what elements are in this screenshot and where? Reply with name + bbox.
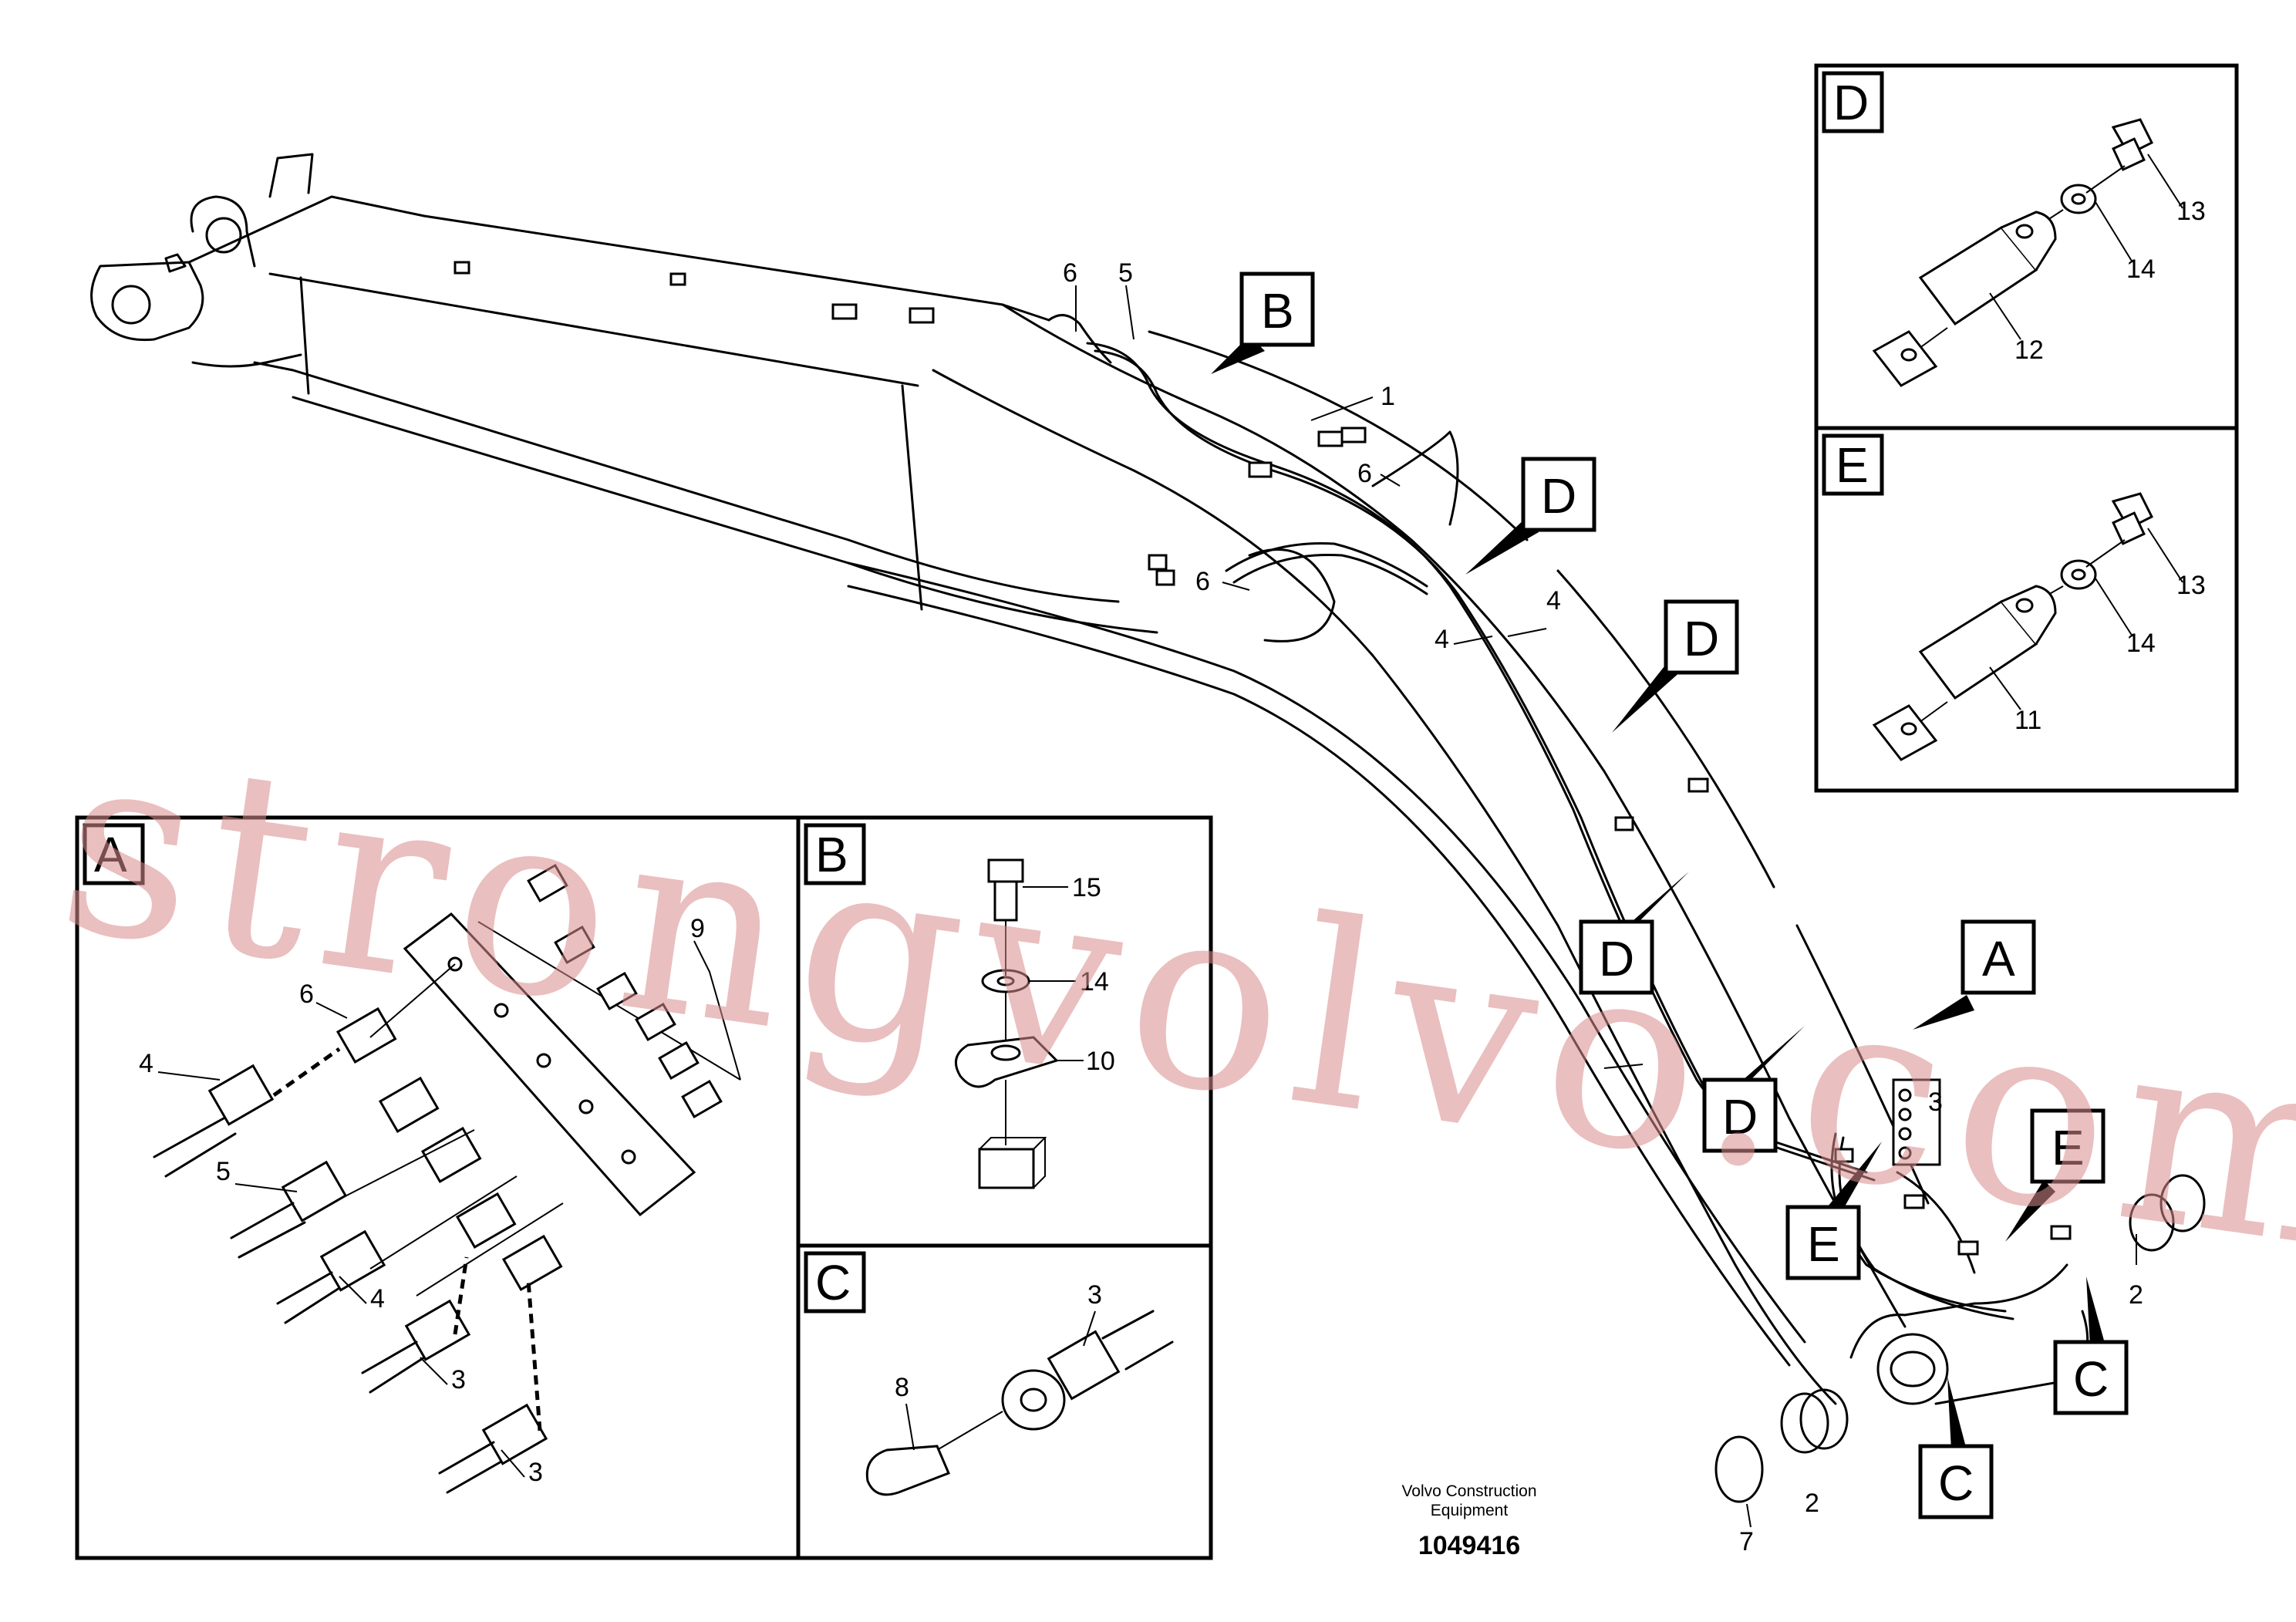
callout-e-2: E <box>2005 1108 2106 1242</box>
detail-a-label-4-top: 4 <box>139 1049 153 1078</box>
svg-text:D: D <box>1541 468 1576 524</box>
svg-text:B: B <box>815 827 848 882</box>
svg-text:E: E <box>2052 1120 2085 1175</box>
svg-text:C: C <box>2073 1351 2109 1407</box>
label-7: 7 <box>1739 1527 1754 1556</box>
detail-a-label-9: 9 <box>690 914 705 943</box>
detail-d-panel: D 13 14 12 <box>1814 63 2239 430</box>
detail-d-label-12: 12 <box>2014 336 2044 365</box>
detail-a-label-5: 5 <box>216 1157 231 1186</box>
detail-a-label-3-upper: 3 <box>451 1365 466 1394</box>
detail-e-label-14: 14 <box>2126 629 2156 658</box>
svg-text:D: D <box>1684 611 1719 666</box>
label-6-mid: 6 <box>1357 459 1372 488</box>
callout-c-bottom: C <box>1918 1377 1994 1519</box>
callout-d-4: D <box>1702 1026 1805 1153</box>
svg-text:A: A <box>1982 931 2015 986</box>
boom-assembly <box>90 153 2206 1503</box>
detail-a-label-4-bottom: 4 <box>370 1284 385 1313</box>
callout-e-1: E <box>1785 1141 1882 1280</box>
footer-maker-line1: Volvo Construction <box>1401 1482 1536 1500</box>
svg-text:D: D <box>1833 75 1869 130</box>
callout-d-2: D <box>1612 599 1739 733</box>
callout-d-1: D <box>1465 457 1596 575</box>
label-4-upper: 4 <box>1546 586 1561 615</box>
footer-maker-line2: Equipment <box>1431 1502 1509 1519</box>
detail-a-label-6: 6 <box>299 980 314 1009</box>
label-3: 3 <box>1928 1088 1943 1117</box>
svg-text:C: C <box>815 1255 851 1310</box>
detail-e-label-11: 11 <box>2014 706 2041 735</box>
detail-c-label-8: 8 <box>895 1373 909 1402</box>
detail-e-label-13: 13 <box>2176 571 2206 600</box>
svg-text:E: E <box>1836 437 1869 493</box>
detail-b-label-10: 10 <box>1086 1047 1115 1076</box>
detail-c-panel: C 3 8 <box>796 1243 1213 1560</box>
label-1: 1 <box>1381 382 1395 411</box>
detail-d-label-13: 13 <box>2176 197 2206 226</box>
label-5: 5 <box>1118 258 1133 288</box>
label-2-bottom: 2 <box>1805 1489 1819 1518</box>
label-6-low: 6 <box>1195 567 1210 596</box>
detail-e-panel: E 13 14 11 <box>1814 426 2239 793</box>
detail-b-panel: B 15 14 10 <box>796 815 1213 1248</box>
svg-text:B: B <box>1261 283 1294 339</box>
detail-b-label-14: 14 <box>1080 967 1109 996</box>
callout-d-3: D <box>1579 872 1689 995</box>
callout-c-right: C <box>2053 1276 2129 1415</box>
drawing-number: 1049416 <box>1418 1531 1520 1560</box>
label-2-right: 2 <box>2129 1280 2143 1310</box>
svg-text:A: A <box>94 827 127 882</box>
label-6-top: 6 <box>1063 258 1077 288</box>
detail-d-label-14: 14 <box>2126 255 2156 284</box>
detail-a-panel: A <box>75 815 801 1560</box>
label-4-lower: 4 <box>1435 625 1449 654</box>
svg-text:C: C <box>1938 1455 1974 1511</box>
detail-b-label-15: 15 <box>1072 873 1101 902</box>
svg-text:D: D <box>1722 1089 1758 1145</box>
svg-text:E: E <box>1807 1216 1840 1272</box>
callout-a: A <box>1913 919 2036 1030</box>
detail-a-label-3-lower: 3 <box>528 1458 543 1487</box>
callout-b: B <box>1211 271 1315 374</box>
svg-text:D: D <box>1599 931 1634 986</box>
detail-c-label-3: 3 <box>1087 1280 1102 1310</box>
